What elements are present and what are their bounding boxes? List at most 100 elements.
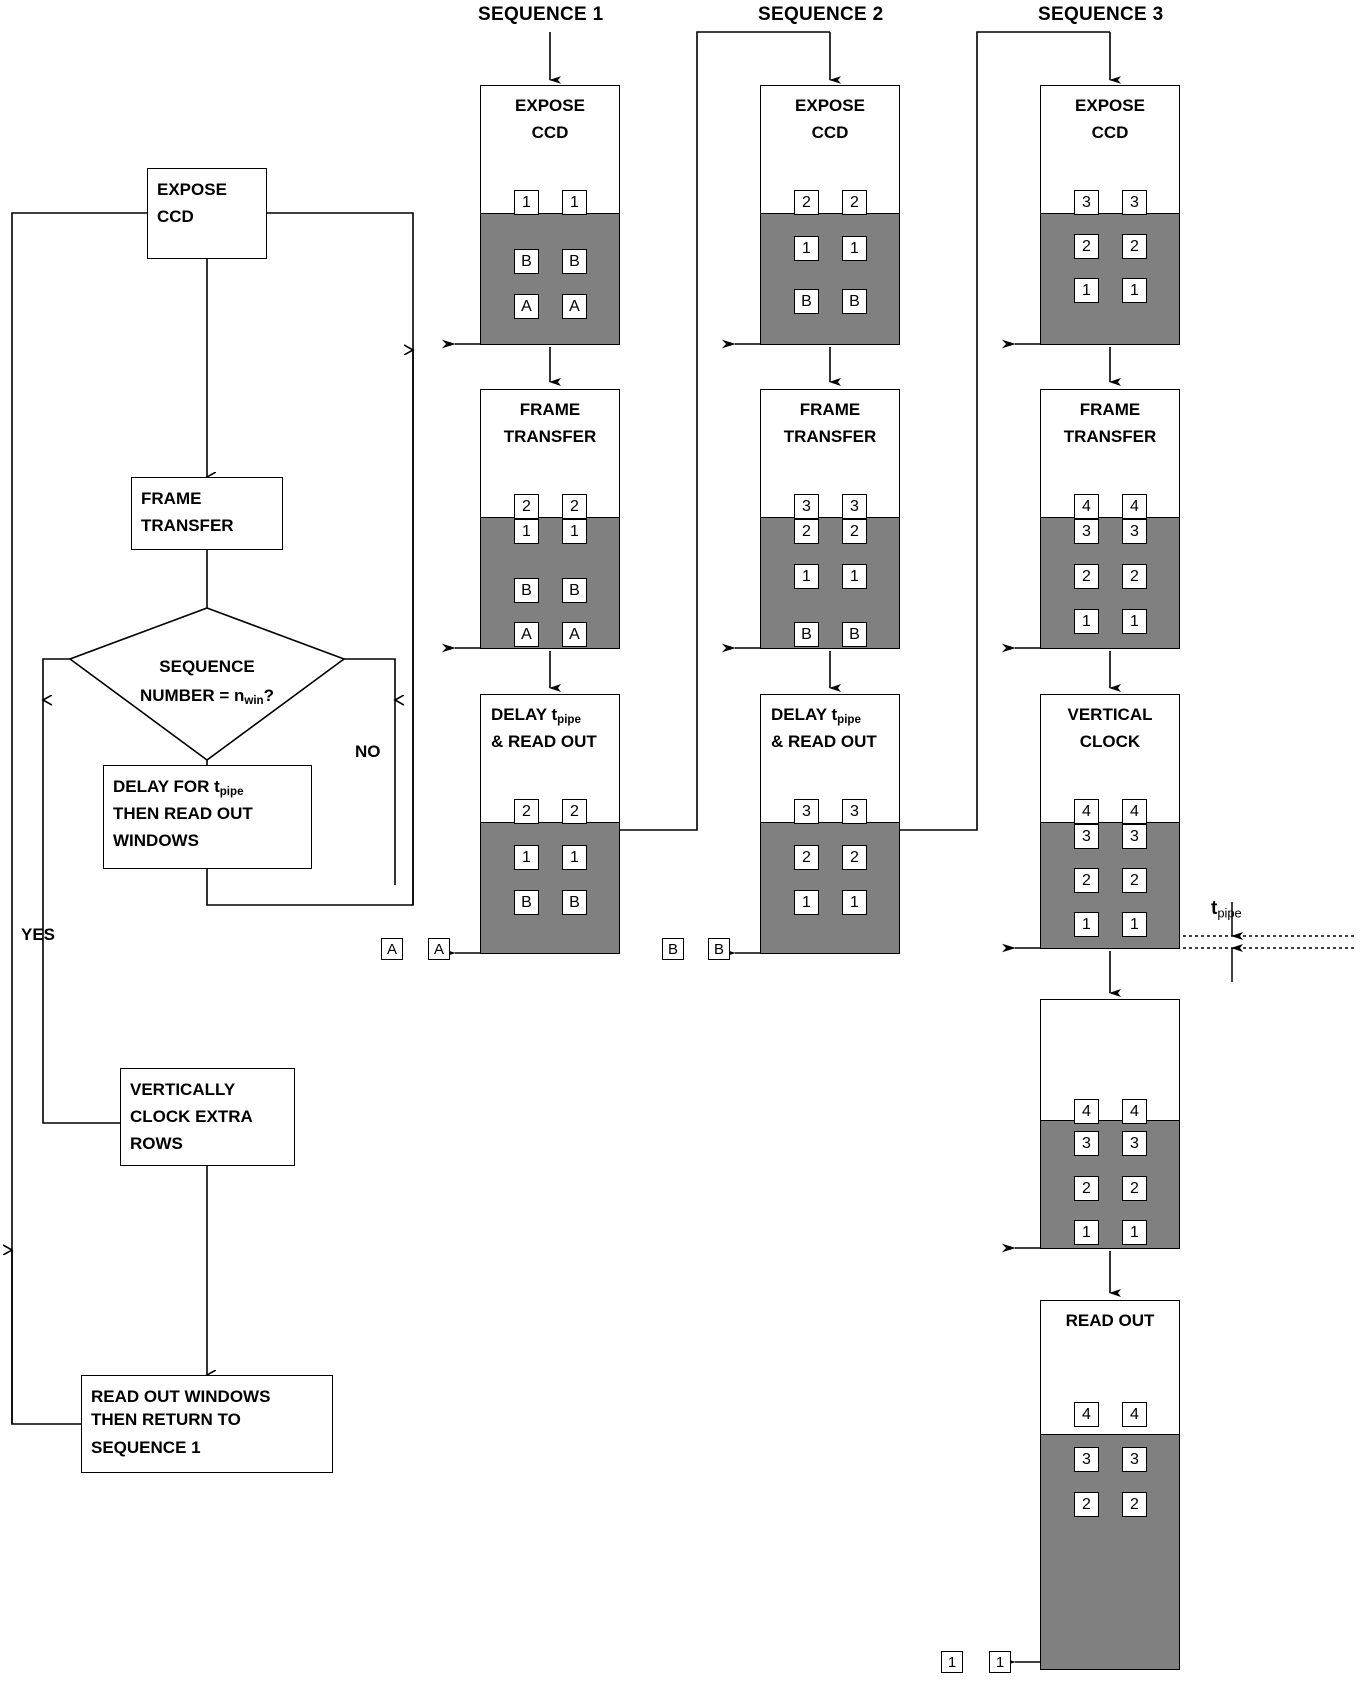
charge-cell: 2: [1074, 868, 1099, 893]
charge-cell: 3: [794, 494, 819, 519]
charge-cell: 1: [1074, 912, 1099, 937]
seq2-p1-line1: EXPOSE: [795, 96, 865, 115]
readout-line2: THEN RETURN TO: [91, 1410, 241, 1429]
seq2-panel-frame-transfer: FRAME TRANSFER 3 3 2 2 1 1 B B: [760, 389, 900, 649]
charge-cell: 4: [1122, 1402, 1147, 1427]
delay-line2: THEN READ OUT: [113, 804, 253, 823]
vclock-line1: VERTICALLY: [130, 1080, 236, 1099]
vclock-line3: ROWS: [130, 1134, 183, 1153]
charge-cell: 3: [1122, 824, 1147, 849]
connector-label-1-left: 1: [941, 1651, 963, 1673]
charge-cell: 2: [1074, 1492, 1099, 1517]
tpipe-label-pre: t: [1211, 898, 1218, 919]
flow-decision-sequence-number[interactable]: SEQUENCE NUMBER = nwin?: [68, 607, 346, 761]
charge-cell: 1: [514, 190, 539, 215]
charge-cell: A: [562, 622, 587, 647]
expose-ccd-line1: EXPOSE: [157, 180, 227, 199]
charge-cell: 1: [1074, 1220, 1099, 1245]
charge-cell: 2: [842, 190, 867, 215]
tpipe-label: tpipe: [1211, 898, 1242, 921]
connector-label-1-right: 1: [989, 1651, 1011, 1673]
decision-line2: NUMBER = nwin?: [140, 681, 274, 716]
seq2-p2-line2: TRANSFER: [783, 427, 877, 446]
seq1-p2-line1: FRAME: [519, 400, 581, 419]
charge-cell: 2: [562, 799, 587, 824]
frame-transfer-line1: FRAME: [141, 489, 202, 508]
delay-line3: WINDOWS: [113, 831, 199, 850]
charge-cell: 4: [1074, 799, 1099, 824]
charge-cell: 2: [1122, 1492, 1147, 1517]
expose-ccd-line2: CCD: [157, 207, 194, 226]
tpipe-label-sub: pipe: [1217, 905, 1242, 921]
seq2-p3-line1-sub: pipe: [837, 714, 861, 727]
flow-box-delay-readout[interactable]: DELAY FOR tpipe THEN READ OUT WINDOWS: [103, 765, 312, 869]
seq1-panel-frame-transfer: FRAME TRANSFER 2 2 1 1 B B A A: [480, 389, 620, 649]
charge-cell: 1: [514, 519, 539, 544]
charge-cell: B: [794, 289, 819, 314]
charge-cell: 3: [1122, 519, 1147, 544]
charge-cell: 4: [1122, 1099, 1147, 1124]
seq3-panel-vertical-clock: VERTICAL CLOCK 4 4 3 3 2 2 1 1: [1040, 694, 1180, 949]
readout-line1: READ OUT WINDOWS: [91, 1387, 271, 1406]
seq1-p3-line1: DELAY tpipe: [481, 701, 619, 734]
seq2-p3-line1: DELAY tpipe: [761, 701, 899, 734]
seq1-p1-line2: CCD: [531, 123, 569, 142]
charge-cell: 2: [842, 519, 867, 544]
charge-cell: B: [842, 622, 867, 647]
charge-cell: 2: [794, 519, 819, 544]
seq2-p3-line2: & READ OUT: [771, 732, 877, 751]
charge-cell: 2: [1074, 564, 1099, 589]
charge-cell: 3: [1074, 190, 1099, 215]
charge-cell: 2: [1074, 234, 1099, 259]
frame-transfer-line2: TRANSFER: [141, 516, 234, 535]
charge-cell: 4: [1074, 494, 1099, 519]
charge-cell: 3: [1122, 190, 1147, 215]
charge-cell: B: [794, 622, 819, 647]
flow-box-expose-ccd[interactable]: EXPOSE CCD: [147, 168, 267, 259]
yes-branch-label: YES: [21, 925, 56, 944]
seq3-panel-expose-ccd: EXPOSE CCD 3 3 2 2 1 1: [1040, 85, 1180, 345]
charge-cell: 1: [1122, 1220, 1147, 1245]
charge-cell: 1: [514, 845, 539, 870]
seq1-panel-expose-ccd: EXPOSE CCD 1 1 B B A A: [480, 85, 620, 345]
charge-cell: 1: [1074, 609, 1099, 634]
charge-cell: 1: [1074, 278, 1099, 303]
charge-cell: 3: [1122, 1447, 1147, 1472]
connector-label-b-right: B: [708, 938, 730, 960]
column-title-sequence-1: SEQUENCE 1: [478, 4, 604, 25]
seq3-p2-line1: FRAME: [1079, 400, 1141, 419]
seq2-p3-line1-pre: DELAY t: [771, 705, 838, 724]
seq2-p2-line1: FRAME: [799, 400, 861, 419]
flow-box-vertically-clock-extra-rows[interactable]: VERTICALLY CLOCK EXTRA ROWS: [120, 1068, 295, 1166]
seq1-p3-line2: & READ OUT: [491, 732, 597, 751]
charge-cell: 1: [794, 564, 819, 589]
seq2-panel-delay-readout: DELAY tpipe & READ OUT 3 3 2 2 1 1: [760, 694, 900, 954]
charge-cell: B: [514, 578, 539, 603]
charge-cell: A: [514, 622, 539, 647]
decision-line2-pre: NUMBER = n: [139, 685, 245, 705]
charge-cell: 2: [1122, 234, 1147, 259]
flow-box-readout-windows-return[interactable]: READ OUT WINDOWS THEN RETURN TO SEQUENCE…: [81, 1375, 333, 1473]
connector-label-a-left: A: [381, 938, 403, 960]
charge-cell: 3: [842, 494, 867, 519]
seq3-panel-frame-transfer: FRAME TRANSFER 4 4 3 3 2 2 1 1: [1040, 389, 1180, 649]
seq1-panel-delay-readout: DELAY tpipe & READ OUT 2 2 1 1 B B: [480, 694, 620, 954]
charge-cell: B: [514, 249, 539, 274]
charge-cell: B: [562, 578, 587, 603]
charge-cell: 1: [794, 890, 819, 915]
charge-cell: 3: [842, 799, 867, 824]
charge-cell: 2: [1122, 1176, 1147, 1201]
decision-line1: SEQUENCE: [159, 656, 255, 676]
flow-box-frame-transfer[interactable]: FRAME TRANSFER: [131, 477, 283, 550]
charge-cell: A: [562, 294, 587, 319]
charge-cell: 2: [842, 845, 867, 870]
charge-cell: 1: [1122, 912, 1147, 937]
charge-cell: 1: [562, 845, 587, 870]
charge-cell: 1: [842, 564, 867, 589]
seq2-p1-line2: CCD: [811, 123, 849, 142]
readout-line3: SEQUENCE 1: [91, 1438, 201, 1457]
seq3-p5-line1: READ OUT: [1065, 1311, 1155, 1330]
charge-cell: 2: [1122, 868, 1147, 893]
seq3-p1-line1: EXPOSE: [1075, 96, 1145, 115]
